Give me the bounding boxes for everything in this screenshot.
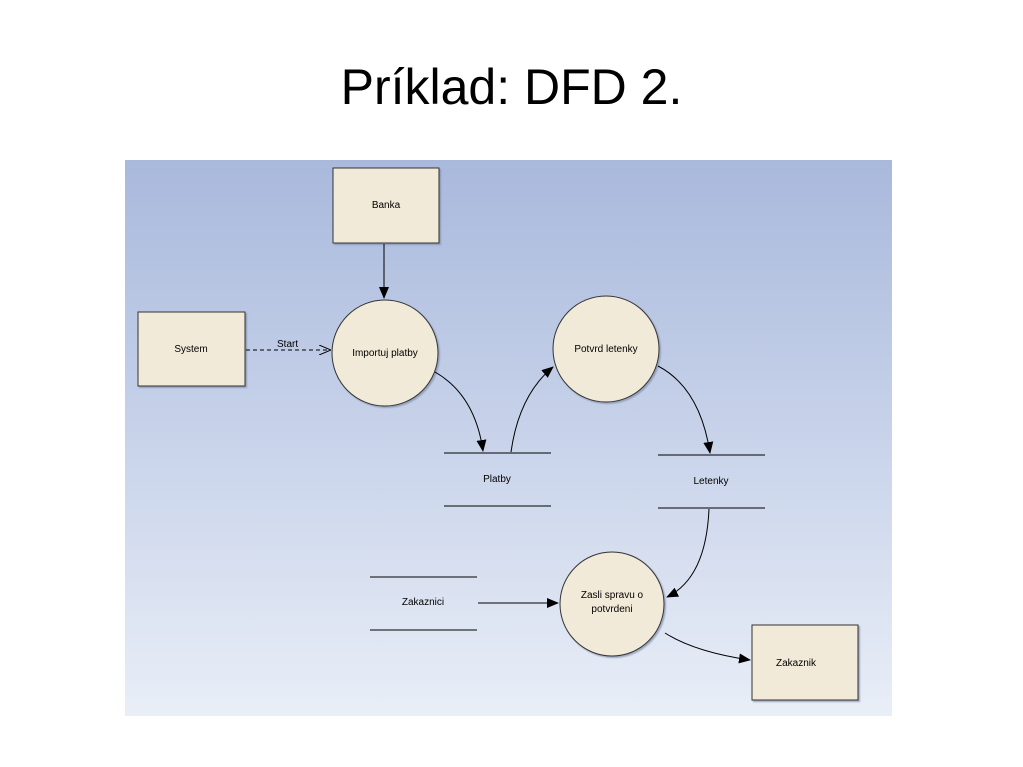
process-importuj-platby[interactable]: Importuj platby xyxy=(331,299,439,407)
flow-start-label: Start xyxy=(277,339,298,350)
entity-banka-label: Banka xyxy=(372,200,401,211)
store-zakaznici[interactable]: Zakaznici xyxy=(370,576,477,631)
store-zakaznici-label: Zakaznici xyxy=(402,597,444,608)
process-zasli-spravu[interactable]: Zasli spravu o potvrdeni xyxy=(559,551,665,657)
flow-platby-to-potvrd[interactable] xyxy=(510,366,554,453)
dfd-diagram: Banka System Zakaznik Importuj platby Po… xyxy=(137,167,859,701)
process-importuj-label: Importuj platby xyxy=(352,348,418,359)
flow-potvrd-to-letenky[interactable] xyxy=(657,365,714,454)
store-platby[interactable]: Platby xyxy=(444,452,551,507)
flow-letenky-to-zasli[interactable] xyxy=(666,508,710,598)
dfd-canvas: Banka System Zakaznik Importuj platby Po… xyxy=(125,160,892,716)
slide-title: Príklad: DFD 2. xyxy=(340,59,683,115)
store-platby-label: Platby xyxy=(483,474,511,485)
process-zasli-label-line2: potvrdeni xyxy=(591,604,632,615)
flow-importuj-to-platby[interactable] xyxy=(434,371,487,452)
entity-zakaznik[interactable]: Zakaznik xyxy=(751,624,859,701)
entity-system[interactable]: System xyxy=(137,311,246,387)
flow-zasli-to-zakaznik[interactable] xyxy=(664,632,751,664)
process-potvrd-label: Potvrd letenky xyxy=(574,344,637,355)
process-potvrd-letenky[interactable]: Potvrd letenky xyxy=(552,295,660,403)
store-letenky[interactable]: Letenky xyxy=(658,454,765,509)
store-letenky-label: Letenky xyxy=(693,476,728,487)
process-zasli-label-line1: Zasli spravu o xyxy=(581,590,644,601)
entity-system-label: System xyxy=(174,344,207,355)
entity-zakaznik-label: Zakaznik xyxy=(776,658,817,669)
entity-banka[interactable]: Banka xyxy=(332,167,440,244)
